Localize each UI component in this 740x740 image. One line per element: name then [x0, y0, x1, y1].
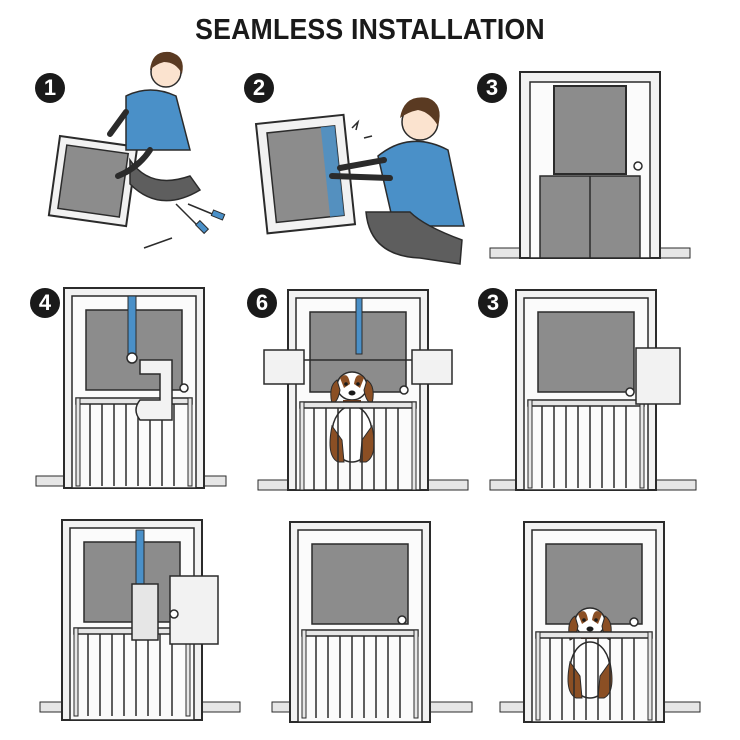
step-badge-6: 6 — [247, 288, 277, 318]
step-8-illustration — [271, 521, 473, 723]
step-badge-2: 2 — [244, 73, 274, 103]
step-1-illustration — [47, 51, 226, 249]
step-2-illustration — [254, 97, 465, 265]
step-3b-illustration — [489, 289, 697, 491]
step-9-illustration — [499, 521, 701, 723]
step-7-illustration — [39, 519, 241, 721]
step-badge-3b: 3 — [478, 288, 508, 318]
step-badge-3a: 3 — [477, 73, 507, 103]
page-title: SEAMLESS INSTALLATION — [195, 14, 545, 46]
step-6-illustration — [257, 289, 469, 491]
step-4-illustration — [35, 287, 227, 489]
step-3a-illustration — [489, 71, 691, 259]
step-badge-4: 4 — [30, 288, 60, 318]
step-badge-1: 1 — [35, 73, 65, 103]
